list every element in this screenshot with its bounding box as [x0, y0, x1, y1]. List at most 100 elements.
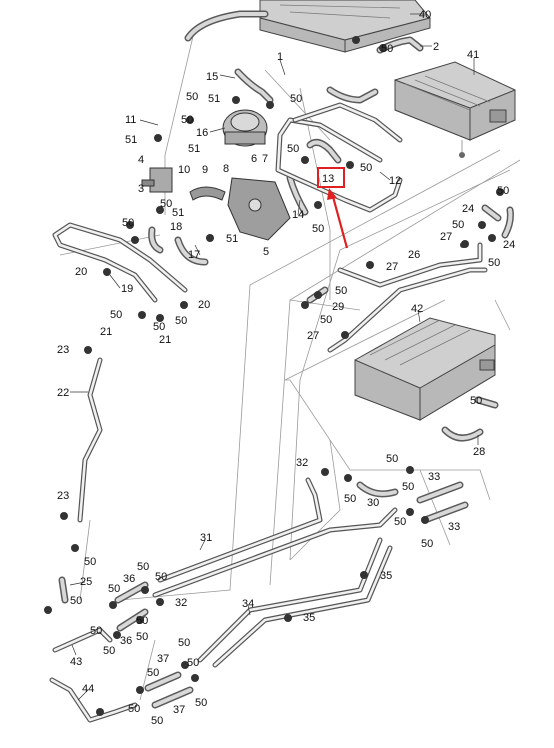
callout-44: 44: [82, 683, 94, 695]
callout-5: 5: [263, 246, 269, 258]
callout-20: 20: [75, 266, 87, 278]
callout-23: 23: [57, 344, 69, 356]
callout-42: 42: [411, 303, 423, 315]
callout-50: 50: [153, 321, 165, 333]
callout-18: 18: [170, 221, 182, 233]
callout-31: 31: [200, 532, 212, 544]
callout-20: 20: [198, 299, 210, 311]
hoses: [58, 10, 514, 709]
callout-25: 25: [80, 576, 92, 588]
callout-1: 1: [277, 51, 283, 63]
callout-51: 51: [188, 143, 200, 155]
callout-50: 50: [452, 219, 464, 231]
callout-50: 50: [381, 43, 393, 55]
callout-27: 27: [440, 231, 452, 243]
callout-40: 40: [419, 9, 431, 21]
callout-50: 50: [360, 162, 372, 174]
callout-12: 12: [389, 175, 401, 187]
callout-50: 50: [344, 493, 356, 505]
callout-33: 33: [428, 471, 440, 483]
callout-22: 22: [57, 387, 69, 399]
callout-16: 16: [196, 127, 208, 139]
leader-lines: [69, 13, 479, 701]
callout-51: 51: [226, 233, 238, 245]
callout-7: 7: [262, 153, 268, 165]
callout-50: 50: [175, 315, 187, 327]
callout-50: 50: [386, 453, 398, 465]
callout-36: 36: [123, 573, 135, 585]
highlighted-part-13[interactable]: 13: [317, 167, 349, 249]
callout-50: 50: [290, 93, 302, 105]
callout-28: 28: [473, 446, 485, 458]
bracket-9: [189, 186, 226, 201]
callout-50: 50: [110, 309, 122, 321]
callout-24: 24: [503, 239, 515, 251]
callout-50: 50: [108, 583, 120, 595]
callout-50: 50: [488, 257, 500, 269]
pump-16: [222, 109, 268, 147]
callout-50: 50: [402, 481, 414, 493]
callout-4: 4: [138, 154, 144, 166]
module-41: [394, 61, 516, 158]
callout-41: 41: [467, 49, 479, 61]
callout-35: 35: [303, 612, 315, 624]
callout-50: 50: [287, 143, 299, 155]
callout-43: 43: [70, 656, 82, 668]
callout-14: 14: [292, 209, 304, 221]
callout-50: 50: [122, 217, 134, 229]
callout-3: 3: [138, 183, 144, 195]
callout-27: 27: [307, 330, 319, 342]
callout-50: 50: [470, 395, 482, 407]
callout-34: 34: [242, 598, 254, 610]
callout-27: 27: [386, 261, 398, 273]
callout-9: 9: [202, 164, 208, 176]
callout-50: 50: [147, 667, 159, 679]
callout-50: 50: [312, 223, 324, 235]
callout-50: 50: [181, 114, 193, 126]
callout-37: 37: [157, 653, 169, 665]
callout-21: 21: [100, 326, 112, 338]
callout-50: 50: [195, 697, 207, 709]
callout-50: 50: [335, 285, 347, 297]
callout-50: 50: [70, 595, 82, 607]
callout-50: 50: [320, 314, 332, 326]
highlight-arrow-head: [327, 188, 337, 200]
pipes: [49, 102, 488, 723]
callout-50: 50: [136, 615, 148, 627]
callout-37: 37: [173, 704, 185, 716]
callout-50: 50: [497, 185, 509, 197]
callout-17: 17: [188, 249, 200, 261]
callout-6: 6: [251, 153, 257, 165]
valve-3: [141, 167, 173, 193]
clamps: [44, 36, 504, 716]
callout-15: 15: [206, 71, 218, 83]
callout-33: 33: [448, 521, 460, 533]
callout-8: 8: [223, 163, 229, 175]
callout-labels: 40 2 50 41 1 15 50 51 50 11 50 16 51 51 …: [57, 9, 515, 727]
callout-10: 10: [178, 164, 190, 176]
callout-50: 50: [160, 198, 172, 210]
callout-26: 26: [408, 249, 420, 261]
callout-30: 30: [367, 497, 379, 509]
callout-50: 50: [103, 645, 115, 657]
callout-29: 29: [332, 301, 344, 313]
callout-50: 50: [178, 637, 190, 649]
callout-21: 21: [159, 334, 171, 346]
callout-50: 50: [186, 91, 198, 103]
callout-50: 50: [90, 625, 102, 637]
callout-32: 32: [175, 597, 187, 609]
callout-19: 19: [121, 283, 133, 295]
callout-51: 51: [172, 207, 184, 219]
highlight-arrow-shaft: [330, 192, 349, 249]
callout-11: 11: [125, 114, 136, 126]
callout-51: 51: [208, 93, 220, 105]
callout-36: 36: [120, 635, 132, 647]
highlight-box: [317, 167, 345, 188]
callout-50: 50: [84, 556, 96, 568]
callout-50: 50: [137, 561, 149, 573]
callout-32: 32: [296, 457, 308, 469]
callout-2: 2: [433, 41, 439, 53]
module-42: [354, 317, 496, 421]
callout-50: 50: [155, 571, 167, 583]
